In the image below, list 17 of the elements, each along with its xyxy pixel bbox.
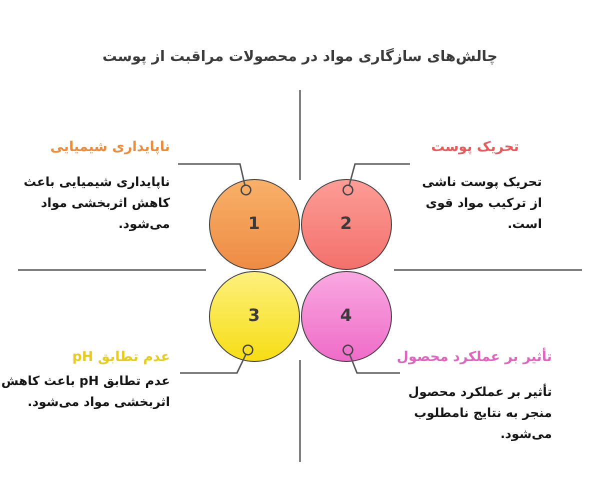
leader-line [180,344,254,374]
leader-line [342,163,410,196]
description-text: ناپایداری شیمیایی باعث کاهش اثربخشی مواد می‌شود. [22,173,170,233]
diagram-title: چالش‌های سازگاری مواد در محصولات مراقبت از پوست [102,47,498,67]
description-text: تحریک پوست ناشی از ترکیب مواد قوی است. [420,173,542,233]
circle-number: 4 [340,306,352,326]
section-heading: ناپایداری شیمیایی [50,138,170,157]
section-heading: تأثیر بر عملکرد محصول [396,347,552,367]
section-heading: عدم تطابق pH [72,348,170,367]
circle-number: 3 [248,306,260,326]
description-text: عدم تطابق pH باعث کاهش اثربخشی مواد می‌شود. [0,372,170,411]
description-text: تأثیر بر عملکرد محصول منجر به نتایج نامطلوب می‌شود. [407,382,552,443]
circle-number: 2 [340,214,352,234]
circle-number: 1 [248,214,260,234]
section-heading: تحریک پوست [431,138,519,157]
leader-line [342,344,400,374]
leader-line [178,163,252,196]
